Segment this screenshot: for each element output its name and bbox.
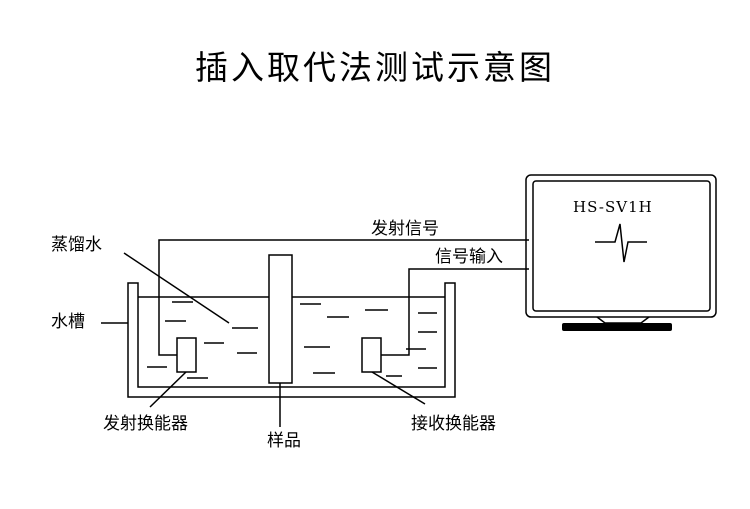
monitor-model-label: HS-SV1H bbox=[573, 198, 653, 216]
pulse-waveform-icon bbox=[595, 223, 647, 263]
label-transmit-signal: 发射信号 bbox=[371, 219, 439, 239]
label-sample: 样品 bbox=[267, 431, 301, 451]
leader-transmit-transducer bbox=[149, 371, 187, 408]
signal-input-cable bbox=[381, 268, 529, 356]
tank-outer-wall bbox=[127, 282, 456, 398]
label-water-tank: 水槽 bbox=[51, 312, 85, 332]
label-signal-input: 信号输入 bbox=[435, 247, 503, 267]
label-distilled-water: 蒸馏水 bbox=[51, 235, 102, 255]
sample-plate bbox=[268, 254, 293, 384]
water-ripples bbox=[147, 301, 437, 379]
leader-receive-transducer bbox=[371, 371, 426, 405]
receive-transducer bbox=[361, 337, 382, 373]
monitor bbox=[525, 174, 717, 331]
label-receive-transducer: 接收换能器 bbox=[411, 414, 496, 434]
label-transmit-transducer: 发射换能器 bbox=[103, 414, 188, 434]
transmit-signal-cable bbox=[158, 239, 529, 356]
leader-distilled-water bbox=[123, 252, 230, 324]
diagram-title: 插入取代法测试示意图 bbox=[195, 48, 555, 87]
transmit-transducer bbox=[176, 337, 197, 373]
